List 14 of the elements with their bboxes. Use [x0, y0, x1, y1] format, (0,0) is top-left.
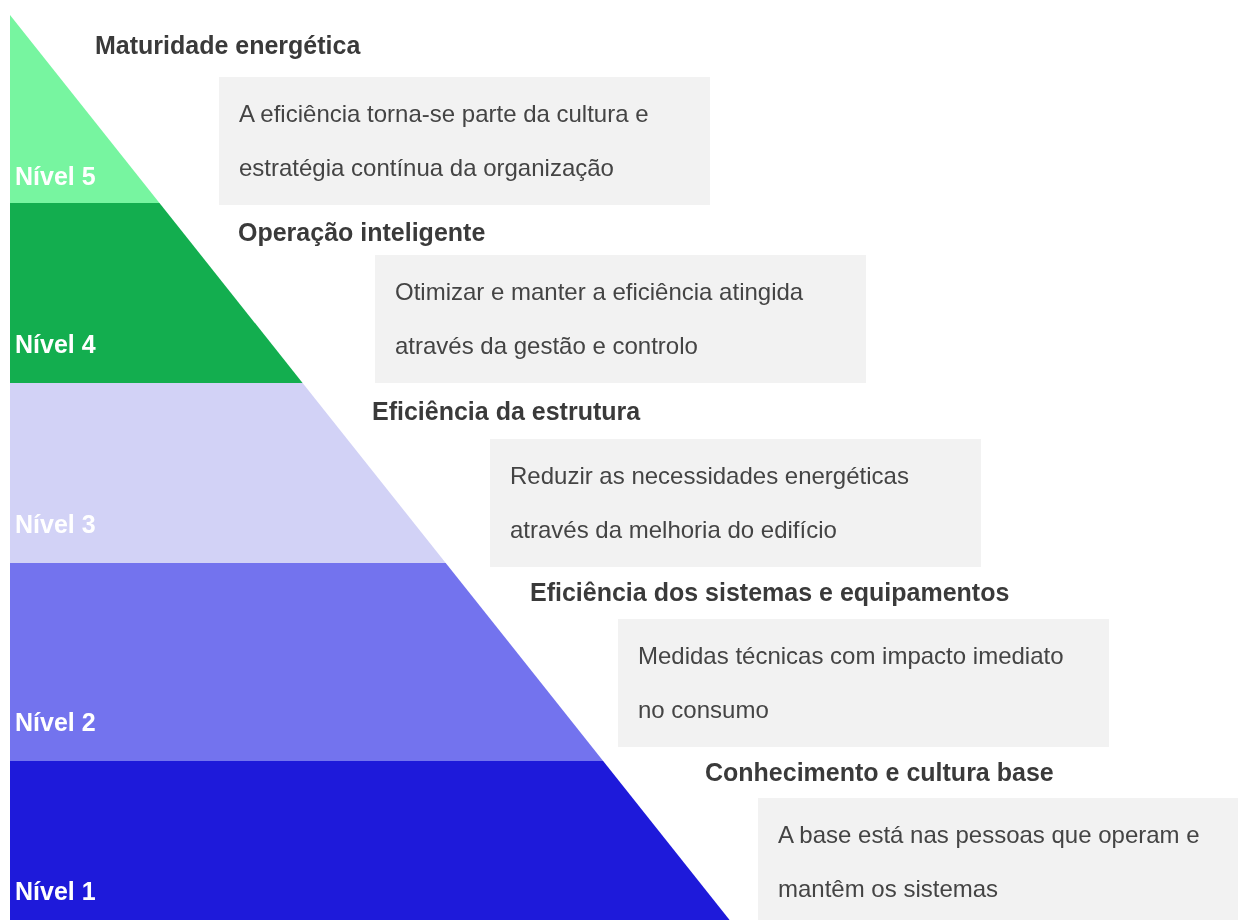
level-label: Nível 5: [15, 162, 96, 191]
level-heading: Operação inteligente: [238, 218, 486, 247]
description-box: Otimizar e manter a eficiência atingida através da gestão e controlo: [375, 255, 866, 383]
level-label: Nível 4: [15, 330, 96, 359]
level-label: Nível 1: [15, 877, 96, 906]
description-box: Medidas técnicas com impacto imediato no consumo: [618, 619, 1109, 747]
level-heading: Eficiência da estrutura: [372, 397, 641, 426]
description-box: A base está nas pessoas que operam e mantêm os sistemas: [758, 798, 1238, 920]
level-label: Nível 2: [15, 708, 96, 737]
level-heading: Eficiência dos sistemas e equipamentos: [530, 578, 1010, 607]
level-heading: Conhecimento e cultura base: [705, 758, 1054, 787]
level-heading: Maturidade energética: [95, 31, 361, 60]
description-box: Reduzir as necessidades energéticas através da melhoria do edifício: [490, 439, 981, 567]
description-box: A eficiência torna-se parte da cultura e estratégia contínua da organização: [219, 77, 710, 205]
